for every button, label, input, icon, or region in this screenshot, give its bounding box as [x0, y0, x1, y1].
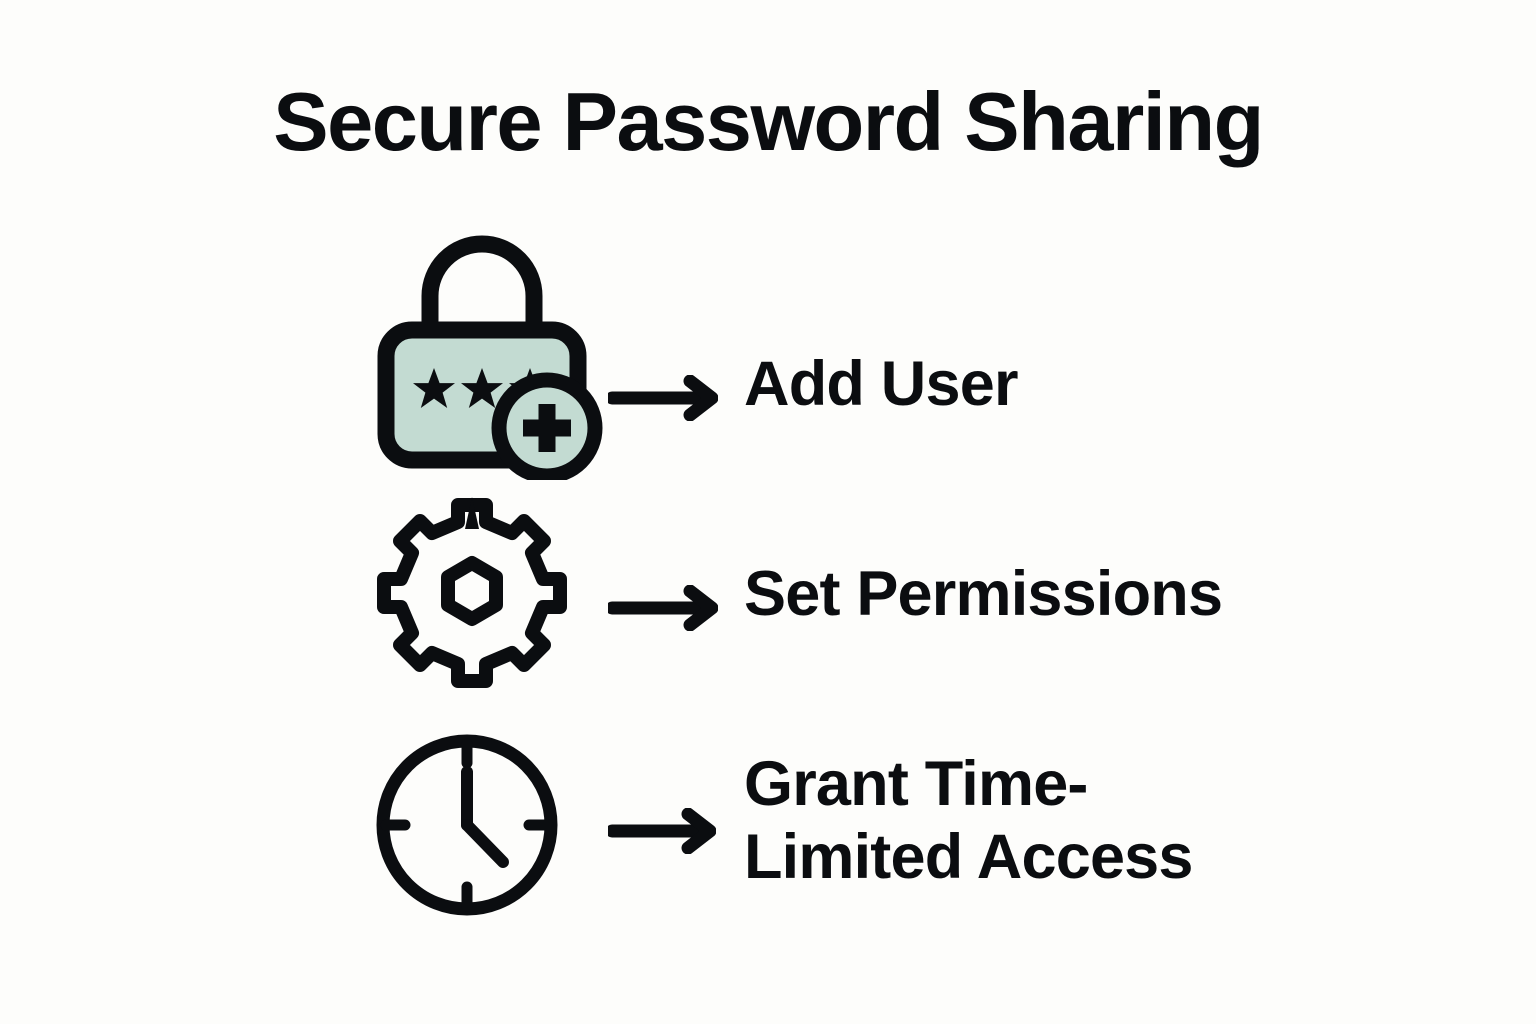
step-label-1: Add User: [744, 349, 1018, 419]
step-label-3: Grant Time- Limited Access: [744, 749, 1193, 893]
arrow-right-icon-2: [608, 585, 718, 631]
clock-icon: [372, 730, 562, 920]
gear-icon: [372, 495, 572, 695]
step-label-2: Set Permissions: [744, 559, 1223, 629]
arrow-right-icon-3: [608, 808, 716, 854]
arrow-right-icon-1: [608, 375, 718, 421]
page-title: Secure Password Sharing: [273, 75, 1264, 168]
password-lock-add-user-icon: [372, 230, 608, 480]
